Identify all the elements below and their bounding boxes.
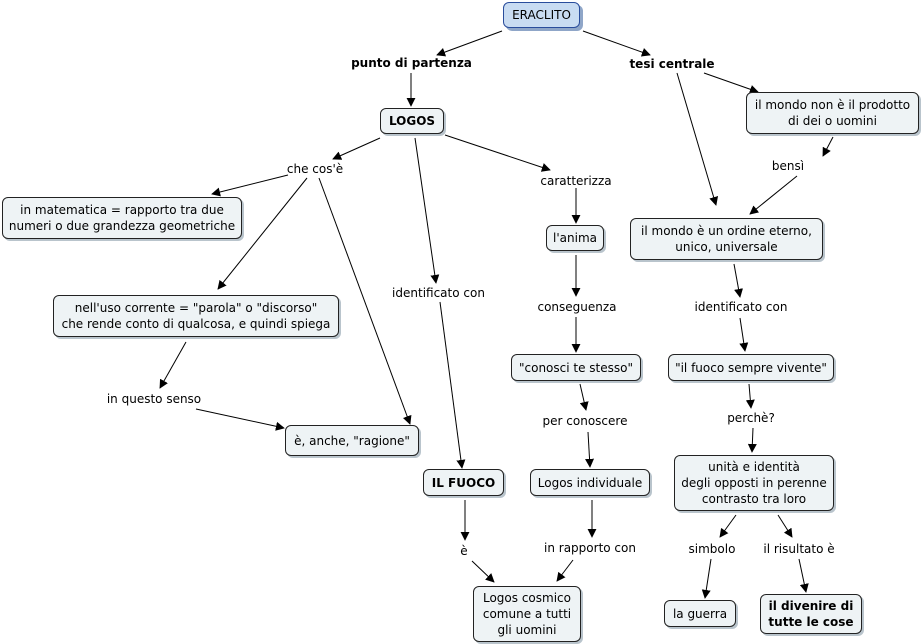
connector-arrow-16	[195, 408, 285, 431]
link-in-questo-senso: in questo senso	[106, 392, 202, 406]
connector-arrow-15	[159, 341, 187, 389]
link-tesi-centrale: tesi centrale	[629, 57, 715, 71]
link-caratterizza: caratterizza	[540, 174, 612, 188]
link-il-risultato-e: il risultato è	[763, 542, 835, 556]
concept-eraclito[interactable]: ERACLITO	[503, 2, 580, 28]
concept-anima[interactable]: l'anima	[546, 225, 604, 251]
connector-arrow-27	[739, 317, 749, 352]
link-per-conoscere: per conoscere	[542, 414, 628, 428]
concept-matematica[interactable]: in matematica = rapporto tra due numeri …	[2, 197, 242, 239]
link-punto-di-partenza: punto di partenza	[351, 56, 472, 70]
connector-arrow-32	[701, 558, 712, 599]
link-in-rapporto-con: in rapporto con	[544, 541, 636, 555]
connector-arrow-23	[556, 559, 574, 582]
link-simbolo: simbolo	[688, 542, 736, 556]
connector-arrow-11	[318, 177, 412, 425]
concept-mondo-non-prodotto[interactable]: il mondo non è il prodotto di dei o uomi…	[746, 92, 919, 134]
link-che-cose: che cos'è	[286, 162, 344, 176]
connector-arrow-30	[719, 514, 737, 538]
concept-divenire[interactable]: il divenire di tutte le cose	[760, 594, 862, 634]
connector-arrow-21	[471, 560, 495, 583]
concept-conosci-te-stesso[interactable]: "conosci te stesso"	[511, 354, 641, 381]
connector-arrow-31	[777, 514, 793, 538]
concept-ordine-eterno[interactable]: il mondo è un ordine eterno, unico, univ…	[630, 218, 823, 260]
concept-uso-corrente[interactable]: nell'uso corrente = "parola" o "discorso…	[53, 295, 339, 337]
link-identificato-con-1: identificato con	[392, 286, 485, 300]
concept-ragione[interactable]: è, anche, "ragione"	[285, 425, 419, 456]
link-conseguenza: conseguenza	[537, 300, 617, 314]
connector-arrow-5	[703, 72, 759, 94]
concept-fuoco-sempre-vivente[interactable]: "il fuoco sempre vivente"	[668, 354, 834, 381]
connector-arrow-19	[585, 431, 595, 468]
concept-logos-cosmico[interactable]: Logos cosmico comune a tutti gli uomini	[473, 586, 581, 642]
concept-logos-individuale[interactable]: Logos individuale	[530, 469, 650, 496]
connector-arrow-29	[747, 427, 757, 453]
connector-arrow-26	[733, 263, 743, 298]
connector-arrow-6	[332, 137, 381, 160]
connector-arrow-2	[582, 30, 651, 57]
link-bensi: bensì	[771, 159, 805, 173]
connector-arrow-33	[798, 558, 809, 593]
connector-arrow-18	[579, 383, 589, 411]
concept-unita-opposti[interactable]: unità e identità degli opposti in perenn…	[674, 455, 834, 511]
connector-arrow-17	[439, 301, 466, 469]
connector-arrow-25	[749, 175, 798, 215]
concept-il-fuoco[interactable]: IL FUOCO	[423, 469, 504, 496]
connector-arrow-9	[211, 174, 289, 197]
connector-arrow-4	[676, 72, 719, 206]
link-e: è	[460, 544, 468, 558]
connector-arrow-8	[444, 134, 551, 172]
connector-arrow-7	[414, 137, 440, 284]
link-identificato-con-2: identificato con	[694, 300, 788, 314]
connector-arrow-1	[436, 30, 503, 57]
concept-la-guerra[interactable]: la guerra	[664, 600, 736, 627]
link-perche: perchè?	[727, 411, 775, 425]
connector-arrow-28	[745, 383, 755, 409]
concept-logos[interactable]: LOGOS	[380, 108, 444, 134]
connector-arrow-10	[217, 177, 308, 290]
connector-arrow-24	[822, 136, 834, 157]
